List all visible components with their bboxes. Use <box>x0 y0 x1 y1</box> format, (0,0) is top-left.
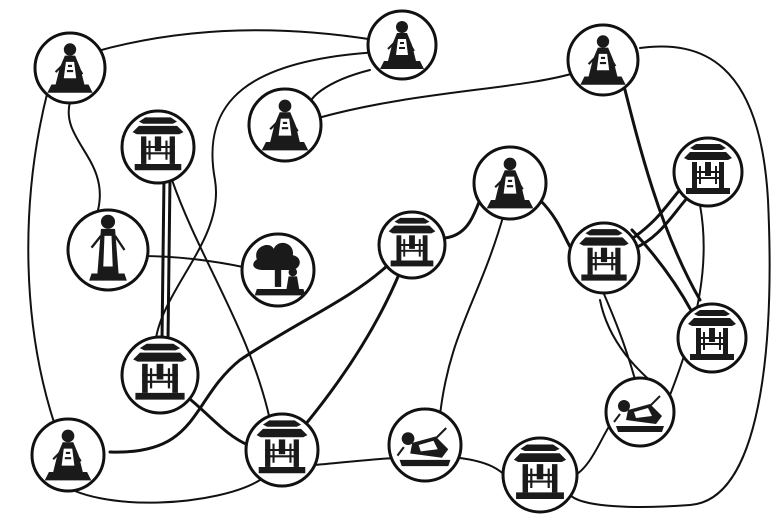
edge <box>445 200 480 238</box>
edge <box>318 72 578 118</box>
edge <box>168 178 170 340</box>
edge <box>600 300 655 385</box>
edge <box>540 200 572 250</box>
edge <box>314 458 400 465</box>
edge <box>600 285 638 390</box>
node-n12 <box>474 147 546 219</box>
node-n18 <box>606 378 674 446</box>
node-n1 <box>35 33 105 103</box>
node-n3 <box>249 89 321 161</box>
node-n2 <box>368 11 436 79</box>
edge <box>305 272 400 425</box>
node-n13 <box>503 438 577 512</box>
edge <box>630 195 690 250</box>
edge <box>632 230 692 312</box>
node-n16 <box>569 223 639 293</box>
node-n9 <box>379 212 445 278</box>
node-n6 <box>242 234 314 306</box>
edge <box>309 70 370 112</box>
node-layer <box>32 11 746 512</box>
edge <box>162 178 164 340</box>
node-n4 <box>122 111 194 183</box>
node-n5 <box>68 210 148 290</box>
node-n11 <box>389 409 461 481</box>
node-n10 <box>246 414 318 486</box>
node-n15 <box>674 138 742 206</box>
edge <box>185 395 248 445</box>
node-n14 <box>568 25 638 95</box>
node-n7 <box>122 337 198 413</box>
node-n17 <box>678 304 746 372</box>
edge <box>69 102 100 210</box>
edge <box>28 90 60 440</box>
edge <box>440 210 505 415</box>
edge <box>460 458 508 478</box>
node-n8 <box>32 419 104 491</box>
edge <box>94 30 375 52</box>
